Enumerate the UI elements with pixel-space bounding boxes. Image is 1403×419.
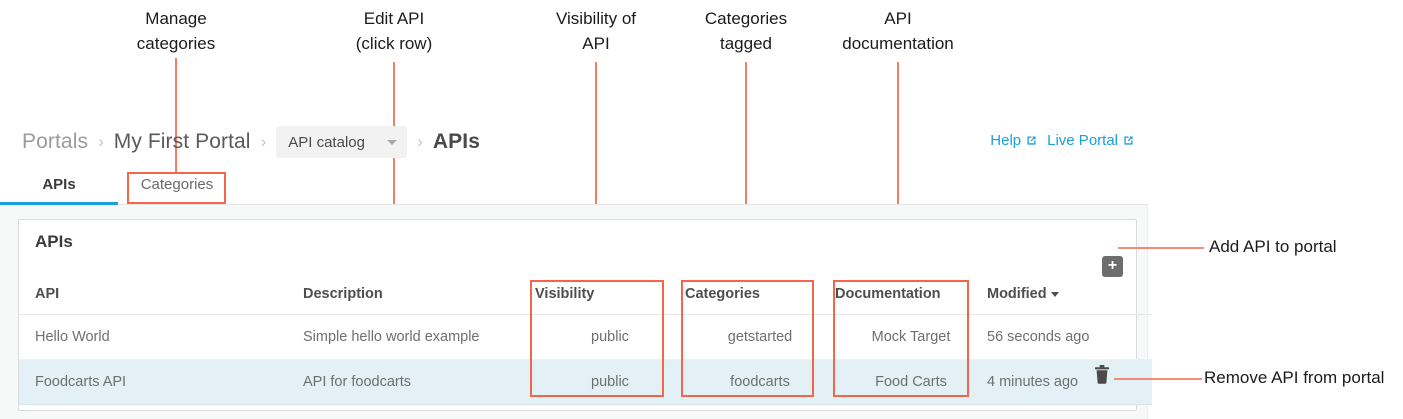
column-header-documentation[interactable]: Documentation — [835, 286, 987, 315]
cell-description: API for foodcarts — [303, 359, 535, 405]
breadcrumb-separator-icon: › — [98, 132, 104, 151]
breadcrumb-separator-icon: › — [260, 132, 267, 151]
cell-modified: 56 seconds ago — [987, 314, 1152, 360]
cell-documentation: Mock Target — [835, 314, 987, 360]
column-header-modified[interactable]: Modified — [987, 286, 1152, 315]
annotation-api-documentation: API documentation — [842, 9, 954, 53]
annotation-line-visibility — [595, 62, 597, 280]
apis-card: APIs + API Description Visibility Catego… — [18, 219, 1152, 411]
help-link-label: Help — [990, 132, 1022, 149]
external-link-icon — [1124, 136, 1133, 145]
live-portal-link-label: Live Portal — [1047, 132, 1118, 149]
breadcrumb-portals[interactable]: Portals — [22, 130, 89, 153]
live-portal-link[interactable]: Live Portal — [1047, 132, 1135, 149]
api-catalog-select-label: API catalog — [288, 133, 365, 151]
annotation-remove-api-from-portal: Remove API from portal — [1204, 368, 1385, 387]
sort-descending-icon — [1050, 291, 1059, 297]
column-header-categories[interactable]: Categories — [685, 286, 835, 315]
cell-description: Simple hello world example — [303, 314, 535, 360]
cell-modified: 4 minutes ago — [987, 359, 1152, 405]
cell-documentation: Food Carts — [835, 359, 987, 405]
annotation-line-remove-api — [1114, 378, 1202, 380]
cell-categories: getstarted — [685, 314, 835, 360]
tab-categories[interactable]: Categories — [140, 176, 214, 193]
annotation-line-add-api — [1118, 247, 1204, 249]
annotation-visibility-of-api: Visibility of API — [556, 9, 636, 53]
table-row[interactable]: Foodcarts API API for foodcarts public f… — [19, 359, 1152, 405]
chevron-down-icon — [387, 139, 398, 145]
column-header-api[interactable]: API — [19, 286, 303, 315]
breadcrumb-portal-name[interactable]: My First Portal — [113, 130, 251, 153]
cell-categories: foodcarts — [685, 359, 835, 405]
card-title: APIs — [35, 232, 73, 251]
column-header-description[interactable]: Description — [303, 286, 535, 315]
column-header-visibility[interactable]: Visibility — [535, 286, 685, 315]
annotation-categories-tagged: Categories tagged — [704, 9, 788, 53]
cell-api: Foodcarts API — [19, 359, 303, 405]
tab-bar: APIs Categories — [0, 172, 1148, 205]
breadcrumb-current-apis: APIs — [432, 130, 481, 153]
annotation-line-categories — [745, 62, 747, 280]
annotation-manage-categories: Manage categories — [136, 9, 216, 53]
cell-visibility: public — [535, 359, 685, 405]
table-header-row: API Description Visibility Categories Do… — [19, 286, 1152, 315]
external-link-icon — [1027, 136, 1036, 145]
add-api-button[interactable]: + — [1102, 256, 1123, 277]
breadcrumb-separator-icon: › — [417, 132, 423, 151]
annotation-line-manage-categories — [175, 58, 177, 173]
annotation-edit-api: Edit API (click row) — [355, 9, 433, 53]
cell-api: Hello World — [19, 314, 303, 360]
help-link[interactable]: Help — [990, 132, 1038, 149]
cell-visibility: public — [535, 314, 685, 360]
annotation-add-api-to-portal: Add API to portal — [1209, 237, 1337, 256]
api-catalog-select[interactable]: API catalog — [276, 126, 408, 158]
breadcrumb: Portals › My First Portal › API catalog … — [22, 125, 480, 159]
tab-apis[interactable]: APIs — [0, 172, 118, 205]
page-body: APIs + API Description Visibility Catego… — [0, 205, 1152, 419]
apis-table: API Description Visibility Categories Do… — [19, 286, 1152, 405]
column-header-modified-label: Modified — [987, 286, 1047, 302]
table-row[interactable]: Hello World Simple hello world example p… — [19, 314, 1152, 360]
annotation-line-documentation — [897, 62, 899, 280]
top-links: Help Live Portal — [990, 132, 1135, 149]
delete-api-icon[interactable] — [1094, 365, 1110, 384]
